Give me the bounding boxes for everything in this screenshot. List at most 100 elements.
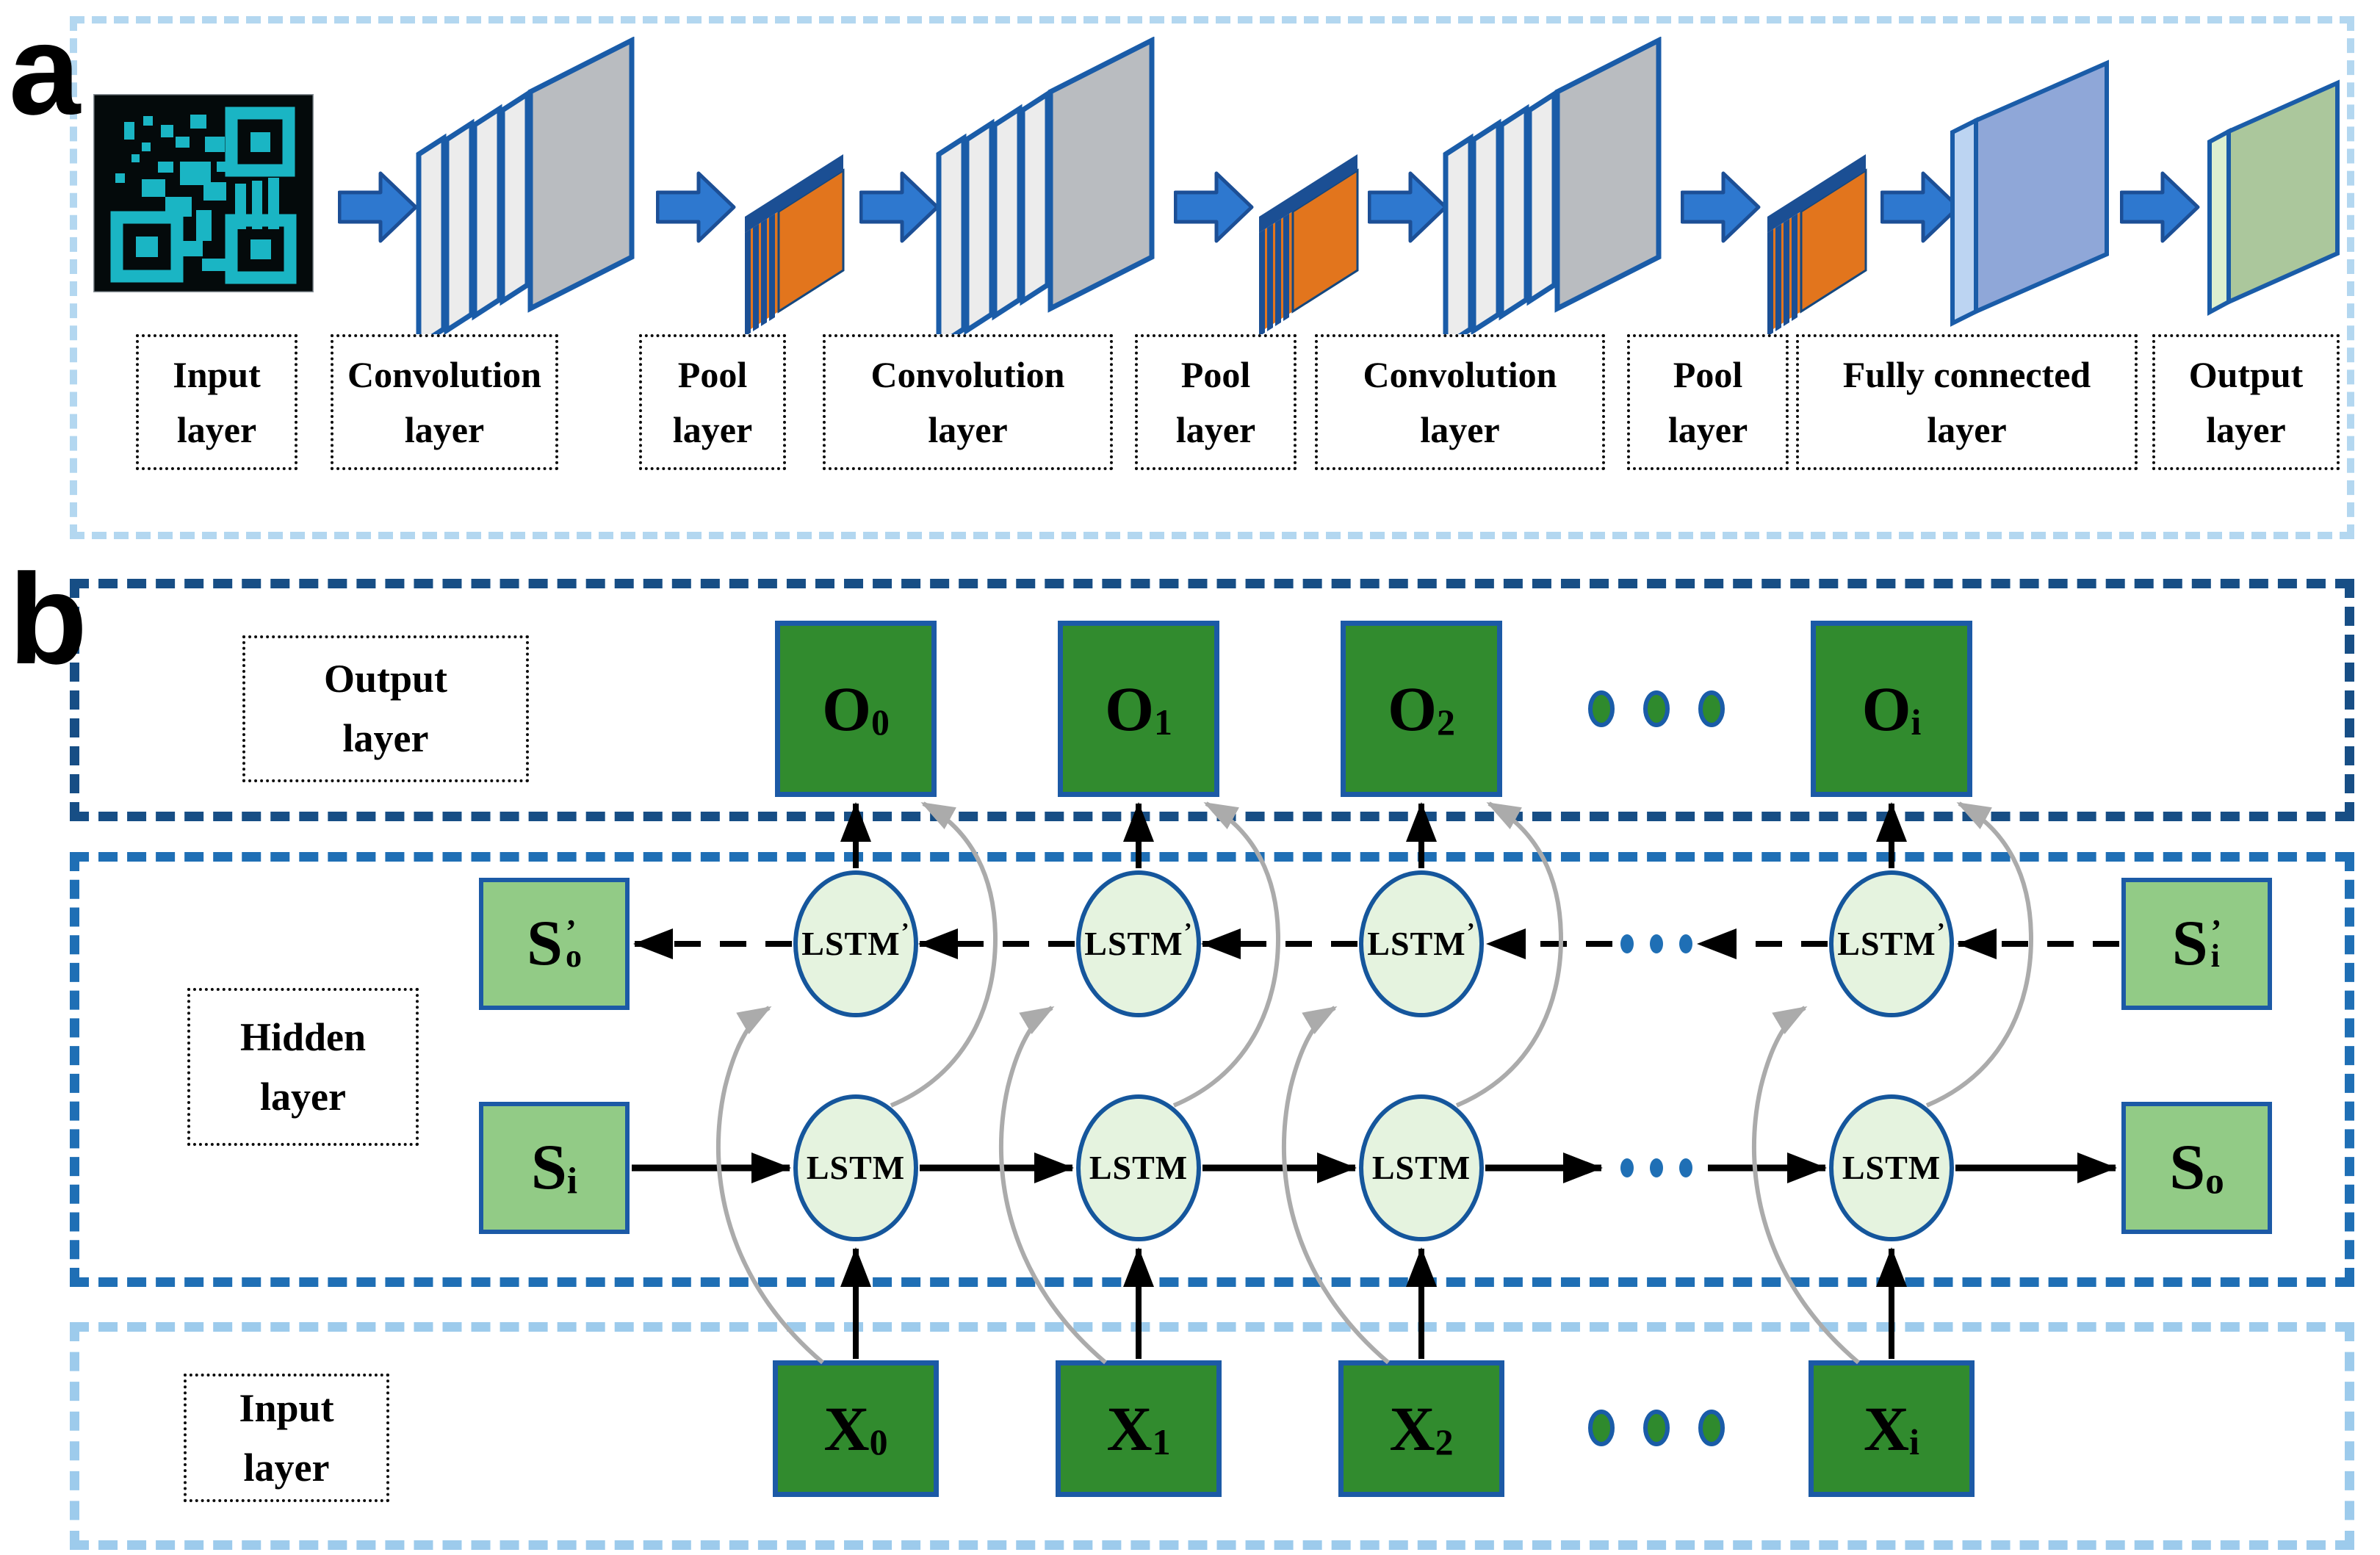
stage-label-line: Input	[173, 353, 261, 395]
node-text: S	[527, 908, 563, 979]
node-subscript: i	[2210, 937, 2220, 974]
node-subscript: 1	[1153, 702, 1172, 743]
node-text: X	[1106, 1393, 1153, 1464]
lstm-backward-cell-1: LSTM’	[1076, 870, 1201, 1017]
stage-label-pool-layer-2: Pool layer	[1135, 334, 1297, 470]
node-subscript: 0	[869, 1422, 888, 1463]
lstm-backward-cell-0: LSTM’	[793, 870, 918, 1017]
node-subscript: i	[1911, 702, 1922, 743]
node-text: LSTM	[1842, 1149, 1941, 1186]
stage-label-line: Convolution	[870, 353, 1065, 395]
stage-label-pool-layer-3: Pool layer	[1627, 334, 1789, 470]
stage-label-line: Convolution	[1363, 353, 1557, 395]
stage-label-line: Pool	[1180, 353, 1251, 395]
lstm-forward-cell-0: LSTM	[793, 1094, 918, 1241]
node-subscript: i	[1909, 1422, 1919, 1463]
node-text: X	[1864, 1393, 1910, 1464]
hidden-layer-title: Hidden layer	[187, 988, 419, 1146]
lstm-backward-cell-2: LSTM’	[1359, 870, 1484, 1017]
lstm-backward-cell-i: LSTM’	[1829, 870, 1954, 1017]
stage-label-line: layer	[672, 408, 753, 450]
stage-label-line: Convolution	[347, 353, 541, 395]
stage-label-line: layer	[2206, 408, 2286, 450]
stage-label-input-layer: Input layer	[136, 334, 298, 470]
node-text: S	[2169, 1132, 2206, 1203]
stage-label-line: layer	[176, 408, 257, 450]
stage-label-line: layer	[1420, 408, 1500, 450]
flow-arrow-icon	[1367, 170, 1449, 248]
node-prime: ’	[901, 917, 910, 945]
node-prime: ’	[1183, 917, 1193, 945]
node-prime: ’	[2210, 912, 2222, 949]
node-text: O	[1105, 674, 1154, 744]
stage-label-convolution-layer-3: Convolution layer	[1315, 334, 1605, 470]
node-subscript: 1	[1152, 1422, 1171, 1463]
stage-label-line: Pool	[677, 353, 748, 395]
lstm-forward-cell-2: LSTM	[1359, 1094, 1484, 1241]
pool-stack-icon	[1255, 118, 1365, 342]
stage-label-line: layer	[1927, 408, 2007, 450]
panel-a-label: a	[9, 0, 81, 142]
state-s-prime-i: S ’i	[2121, 878, 2272, 1010]
node-subscript: i	[566, 1161, 578, 1202]
lstm-forward-cell-i: LSTM	[1829, 1094, 1954, 1241]
pool-stack-icon	[740, 118, 851, 342]
stage-label-convolution-layer-1: Convolution layer	[331, 334, 558, 470]
stage-label-line: layer	[1175, 408, 1256, 450]
flow-arrow-icon	[337, 170, 419, 248]
panel-a-frame	[70, 16, 2354, 539]
stage-label-line: layer	[928, 408, 1008, 450]
output-layer-frame	[70, 579, 2354, 821]
row-label-line: Output	[323, 657, 448, 701]
pool-stack-icon	[1763, 118, 1873, 342]
lstm-forward-cell-1: LSTM	[1076, 1094, 1201, 1241]
node-prime: ’	[1466, 917, 1476, 945]
stage-label-line: layer	[1667, 408, 1748, 450]
convolution-stack-icon	[1438, 36, 1666, 356]
state-s-prime-o: S ’o	[479, 878, 630, 1010]
node-text: LSTM	[1367, 925, 1466, 962]
node-subscript: 2	[1435, 1422, 1454, 1463]
stage-label-line: layer	[404, 408, 485, 450]
node-prime: ’	[565, 912, 577, 949]
flow-arrow-icon	[859, 170, 940, 248]
flow-arrow-icon	[655, 170, 737, 248]
row-label-line: Hidden	[239, 1014, 367, 1059]
node-script-stack: ’o	[565, 912, 582, 972]
output-plate-icon	[2204, 77, 2343, 323]
node-text: O	[1861, 674, 1911, 744]
flow-arrow-icon	[2119, 170, 2201, 248]
node-subscript: 0	[870, 702, 890, 743]
flow-arrow-icon	[1680, 170, 1761, 248]
node-text: S	[2171, 908, 2208, 979]
node-text: X	[823, 1393, 870, 1464]
node-text: LSTM	[1837, 925, 1936, 962]
node-prime: ’	[1936, 917, 1946, 945]
row-label-line: layer	[342, 716, 429, 760]
row-label-line: layer	[260, 1074, 346, 1119]
flow-arrow-icon	[1880, 170, 1961, 248]
node-subscript: o	[2205, 1161, 2224, 1202]
node-text: X	[1389, 1393, 1435, 1464]
stage-label-line: Pool	[1673, 353, 1743, 395]
node-text: S	[530, 1132, 567, 1203]
qr-input-image	[92, 93, 315, 296]
stage-label-convolution-layer-2: Convolution layer	[823, 334, 1113, 470]
node-text: LSTM	[801, 925, 901, 962]
node-text: LSTM	[1371, 1149, 1471, 1186]
stage-label-line: Fully connected	[1842, 353, 2091, 395]
node-text: O	[1388, 674, 1437, 744]
node-text: LSTM	[1084, 925, 1183, 962]
stage-label-pool-layer-1: Pool layer	[639, 334, 786, 470]
